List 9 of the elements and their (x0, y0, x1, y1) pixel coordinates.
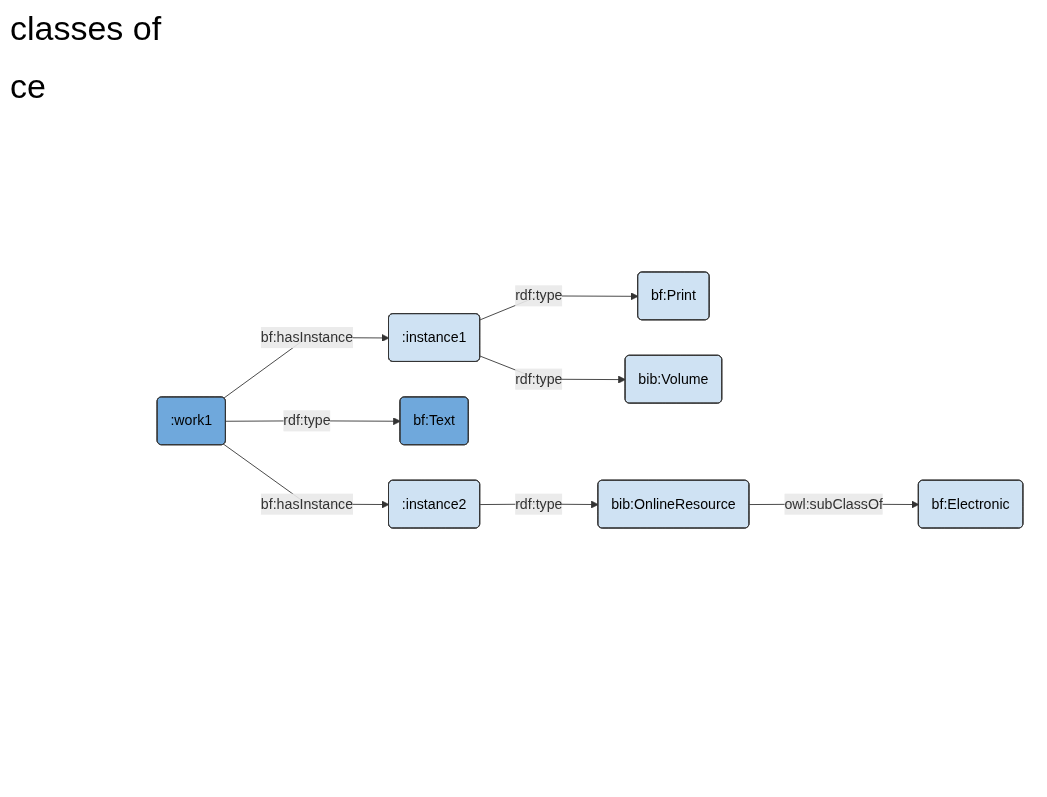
edge-label: rdf:type (283, 412, 331, 428)
edge-label: rdf:type (515, 287, 563, 303)
heading-fragment: classes of (10, 8, 162, 49)
edge-label: owl:subClassOf (784, 496, 883, 512)
edge-label: bf:hasInstance (260, 496, 354, 512)
edge-label: bf:hasInstance (260, 329, 354, 345)
edge-label: rdf:type (515, 371, 563, 387)
heading-fragment: ce (10, 66, 47, 108)
edge-label: rdf:type (515, 496, 563, 512)
